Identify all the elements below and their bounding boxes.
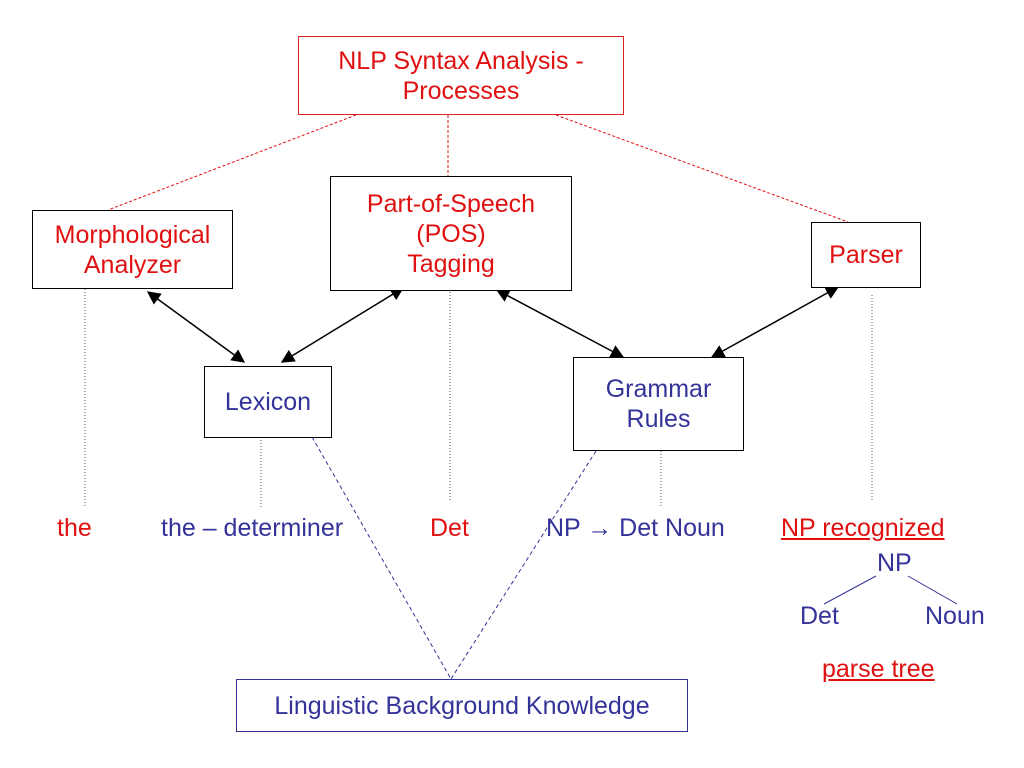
link-title-parser xyxy=(555,114,849,223)
arrow-pos-lexicon xyxy=(280,287,405,363)
link-title-morph xyxy=(107,114,357,211)
morphological-analyzer-box: Morphological Analyzer xyxy=(32,210,233,289)
tree-branch-left xyxy=(823,575,877,605)
arrow-pos-grammar xyxy=(495,289,625,358)
linguistic-knowledge-label: Linguistic Background Knowledge xyxy=(274,691,650,720)
label-parse-tree: parse tree xyxy=(822,655,935,683)
title-box-label: NLP Syntax Analysis - Processes xyxy=(338,46,584,105)
linguistic-knowledge-box: Linguistic Background Knowledge xyxy=(236,679,688,732)
arrow-parser-grammar xyxy=(710,286,840,358)
morphological-analyzer-label: Morphological Analyzer xyxy=(54,220,211,279)
link-lexicon-knowledge xyxy=(311,436,452,680)
arrow-morph-lexicon xyxy=(146,291,246,363)
parser-label: Parser xyxy=(829,241,903,269)
grammar-rules-label: Grammar Rules xyxy=(605,375,712,433)
label-the-determiner: the – determiner xyxy=(161,514,344,542)
title-box: NLP Syntax Analysis - Processes xyxy=(298,36,624,115)
tree-node-noun: Noun xyxy=(925,602,985,630)
label-np-recognized: NP recognized xyxy=(781,514,945,542)
parser-box: Parser xyxy=(811,222,921,288)
label-the: the xyxy=(57,514,92,542)
lexicon-label: Lexicon xyxy=(224,388,312,416)
tree-branch-right xyxy=(907,575,958,605)
link-grammar-knowledge xyxy=(450,450,597,680)
tree-node-np: NP xyxy=(877,549,912,577)
lexicon-box: Lexicon xyxy=(204,366,332,438)
pos-tagging-box: Part-of-Speech (POS) Tagging xyxy=(330,176,572,291)
pos-tagging-label: Part-of-Speech (POS) Tagging xyxy=(366,189,536,278)
label-det: Det xyxy=(430,514,469,542)
label-np-rule: NP → Det Noun xyxy=(546,514,725,542)
grammar-rules-box: Grammar Rules xyxy=(573,357,744,451)
tree-node-det: Det xyxy=(800,602,839,630)
